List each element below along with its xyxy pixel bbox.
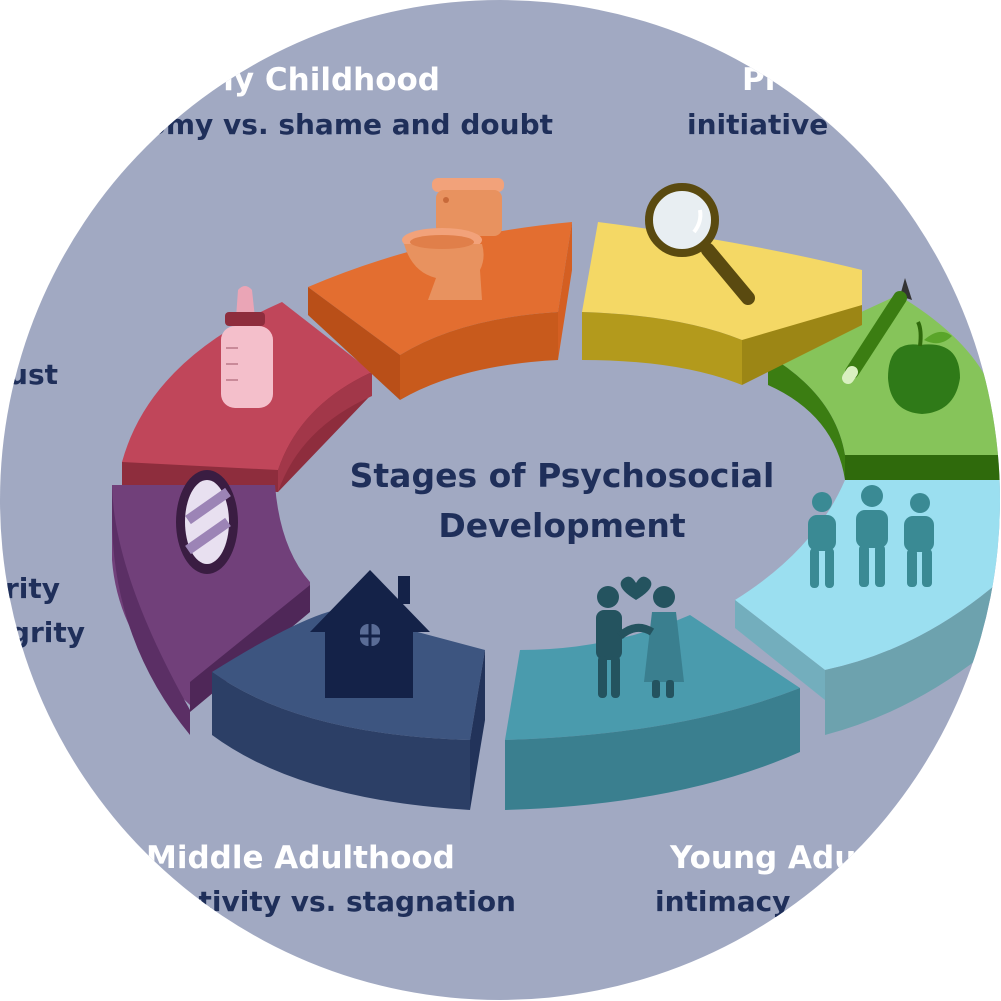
segment-preschool xyxy=(582,222,862,385)
baby-bottle-icon xyxy=(221,286,273,408)
middle-adulthood-stage-label: Middle Adulthood xyxy=(146,840,455,876)
center-title-line2: Development xyxy=(438,506,686,545)
mirror-icon xyxy=(176,470,238,574)
middle-adulthood-crisis-label: tivity vs. stagnation xyxy=(199,885,517,918)
young-adulthood-stage-label: Young Adu xyxy=(669,840,856,876)
group-of-people-icon xyxy=(808,485,934,588)
infancy-crisis-label: ust xyxy=(8,358,58,391)
late-adulthood-line2-label: grity xyxy=(10,616,85,649)
preschool-stage-label: Pr xyxy=(742,62,781,98)
center-title-line1: Stages of Psychosocial xyxy=(350,456,775,495)
young-adulthood-crisis-label: intimacy xyxy=(655,885,790,918)
late-adulthood-line1-label: rity xyxy=(5,572,60,605)
preschool-crisis-label: initiative xyxy=(687,108,828,141)
pencil-apple-icon xyxy=(842,278,960,414)
house-icon xyxy=(310,570,430,698)
magnifying-glass-icon xyxy=(645,183,755,305)
early-childhood-stage-label: ly Childhood xyxy=(223,62,440,98)
toilet-icon xyxy=(402,178,504,300)
couple-heart-icon xyxy=(596,576,684,698)
early-childhood-crisis-label: omy vs. shame and doubt xyxy=(147,108,553,141)
